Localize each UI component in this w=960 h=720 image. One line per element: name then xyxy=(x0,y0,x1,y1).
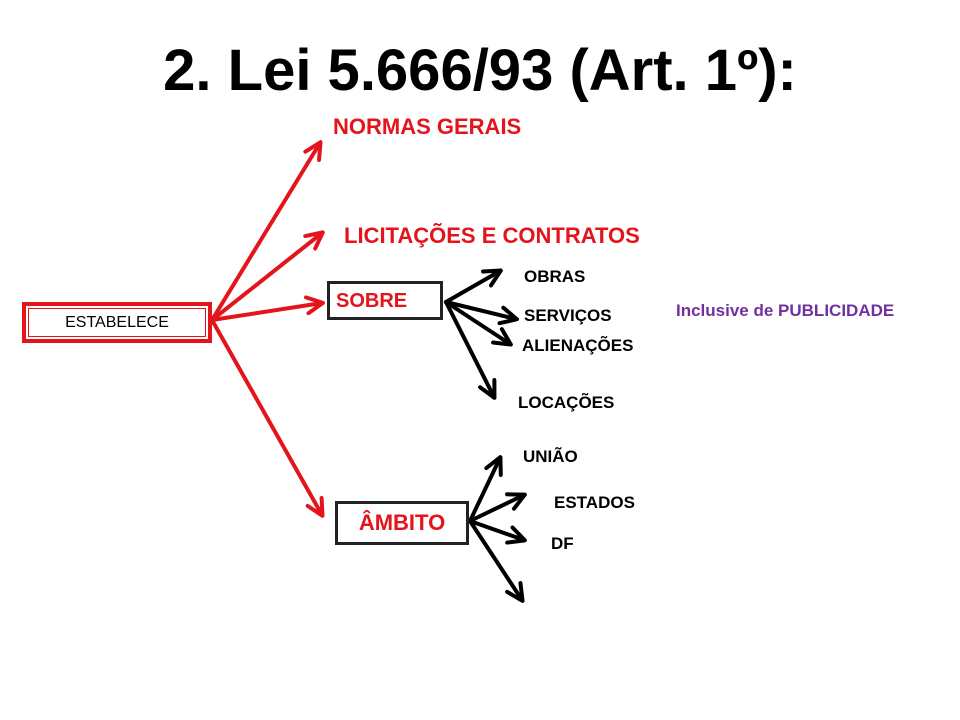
publicidade-note: Inclusive de PUBLICIDADE xyxy=(676,301,895,320)
arrow-to-estados xyxy=(468,492,527,523)
estabelece-label: ESTABELECE xyxy=(65,313,169,331)
sobre-box: SOBRE xyxy=(327,281,443,320)
ambito-label: ÂMBITO xyxy=(358,510,446,535)
estabelece-box: ESTABELECE xyxy=(22,302,212,343)
arrow-to-normas-gerais xyxy=(210,140,323,322)
sobre-label: SOBRE xyxy=(336,289,408,312)
arrow-to-alienacoes xyxy=(444,300,513,347)
arrow-to-locacoes xyxy=(444,300,497,400)
sobre-item-alienacoes: ALIENAÇÕES xyxy=(522,336,634,355)
sobre-item-servicos: SERVIÇOS xyxy=(524,306,612,325)
licitacoes-contratos-label: LICITAÇÕES E CONTRATOS xyxy=(344,223,640,248)
sobre-item-obras: OBRAS xyxy=(524,267,586,286)
slide-title: 2. Lei 5.666/93 (Art. 1º): xyxy=(163,38,797,103)
arrow-to-obras xyxy=(444,268,503,304)
ambito-item-uniao: UNIÃO xyxy=(523,447,578,466)
ambito-box: ÂMBITO xyxy=(335,501,469,545)
ambito-item-estados: ESTADOS xyxy=(554,493,635,512)
arrow-to-uniao xyxy=(468,455,503,523)
arrow-to-sobre xyxy=(210,295,325,322)
sobre-item-locacoes: LOCAÇÕES xyxy=(518,393,615,412)
ambito-item-df: DF xyxy=(551,534,574,553)
arrow-unlabeled xyxy=(468,519,525,603)
arrow-to-servicos xyxy=(444,300,519,326)
arrow-to-licitacoes xyxy=(210,230,325,322)
arrow-to-ambito xyxy=(210,318,325,518)
normas-gerais-label: NORMAS GERAIS xyxy=(333,114,522,139)
arrow-to-df xyxy=(468,519,527,545)
